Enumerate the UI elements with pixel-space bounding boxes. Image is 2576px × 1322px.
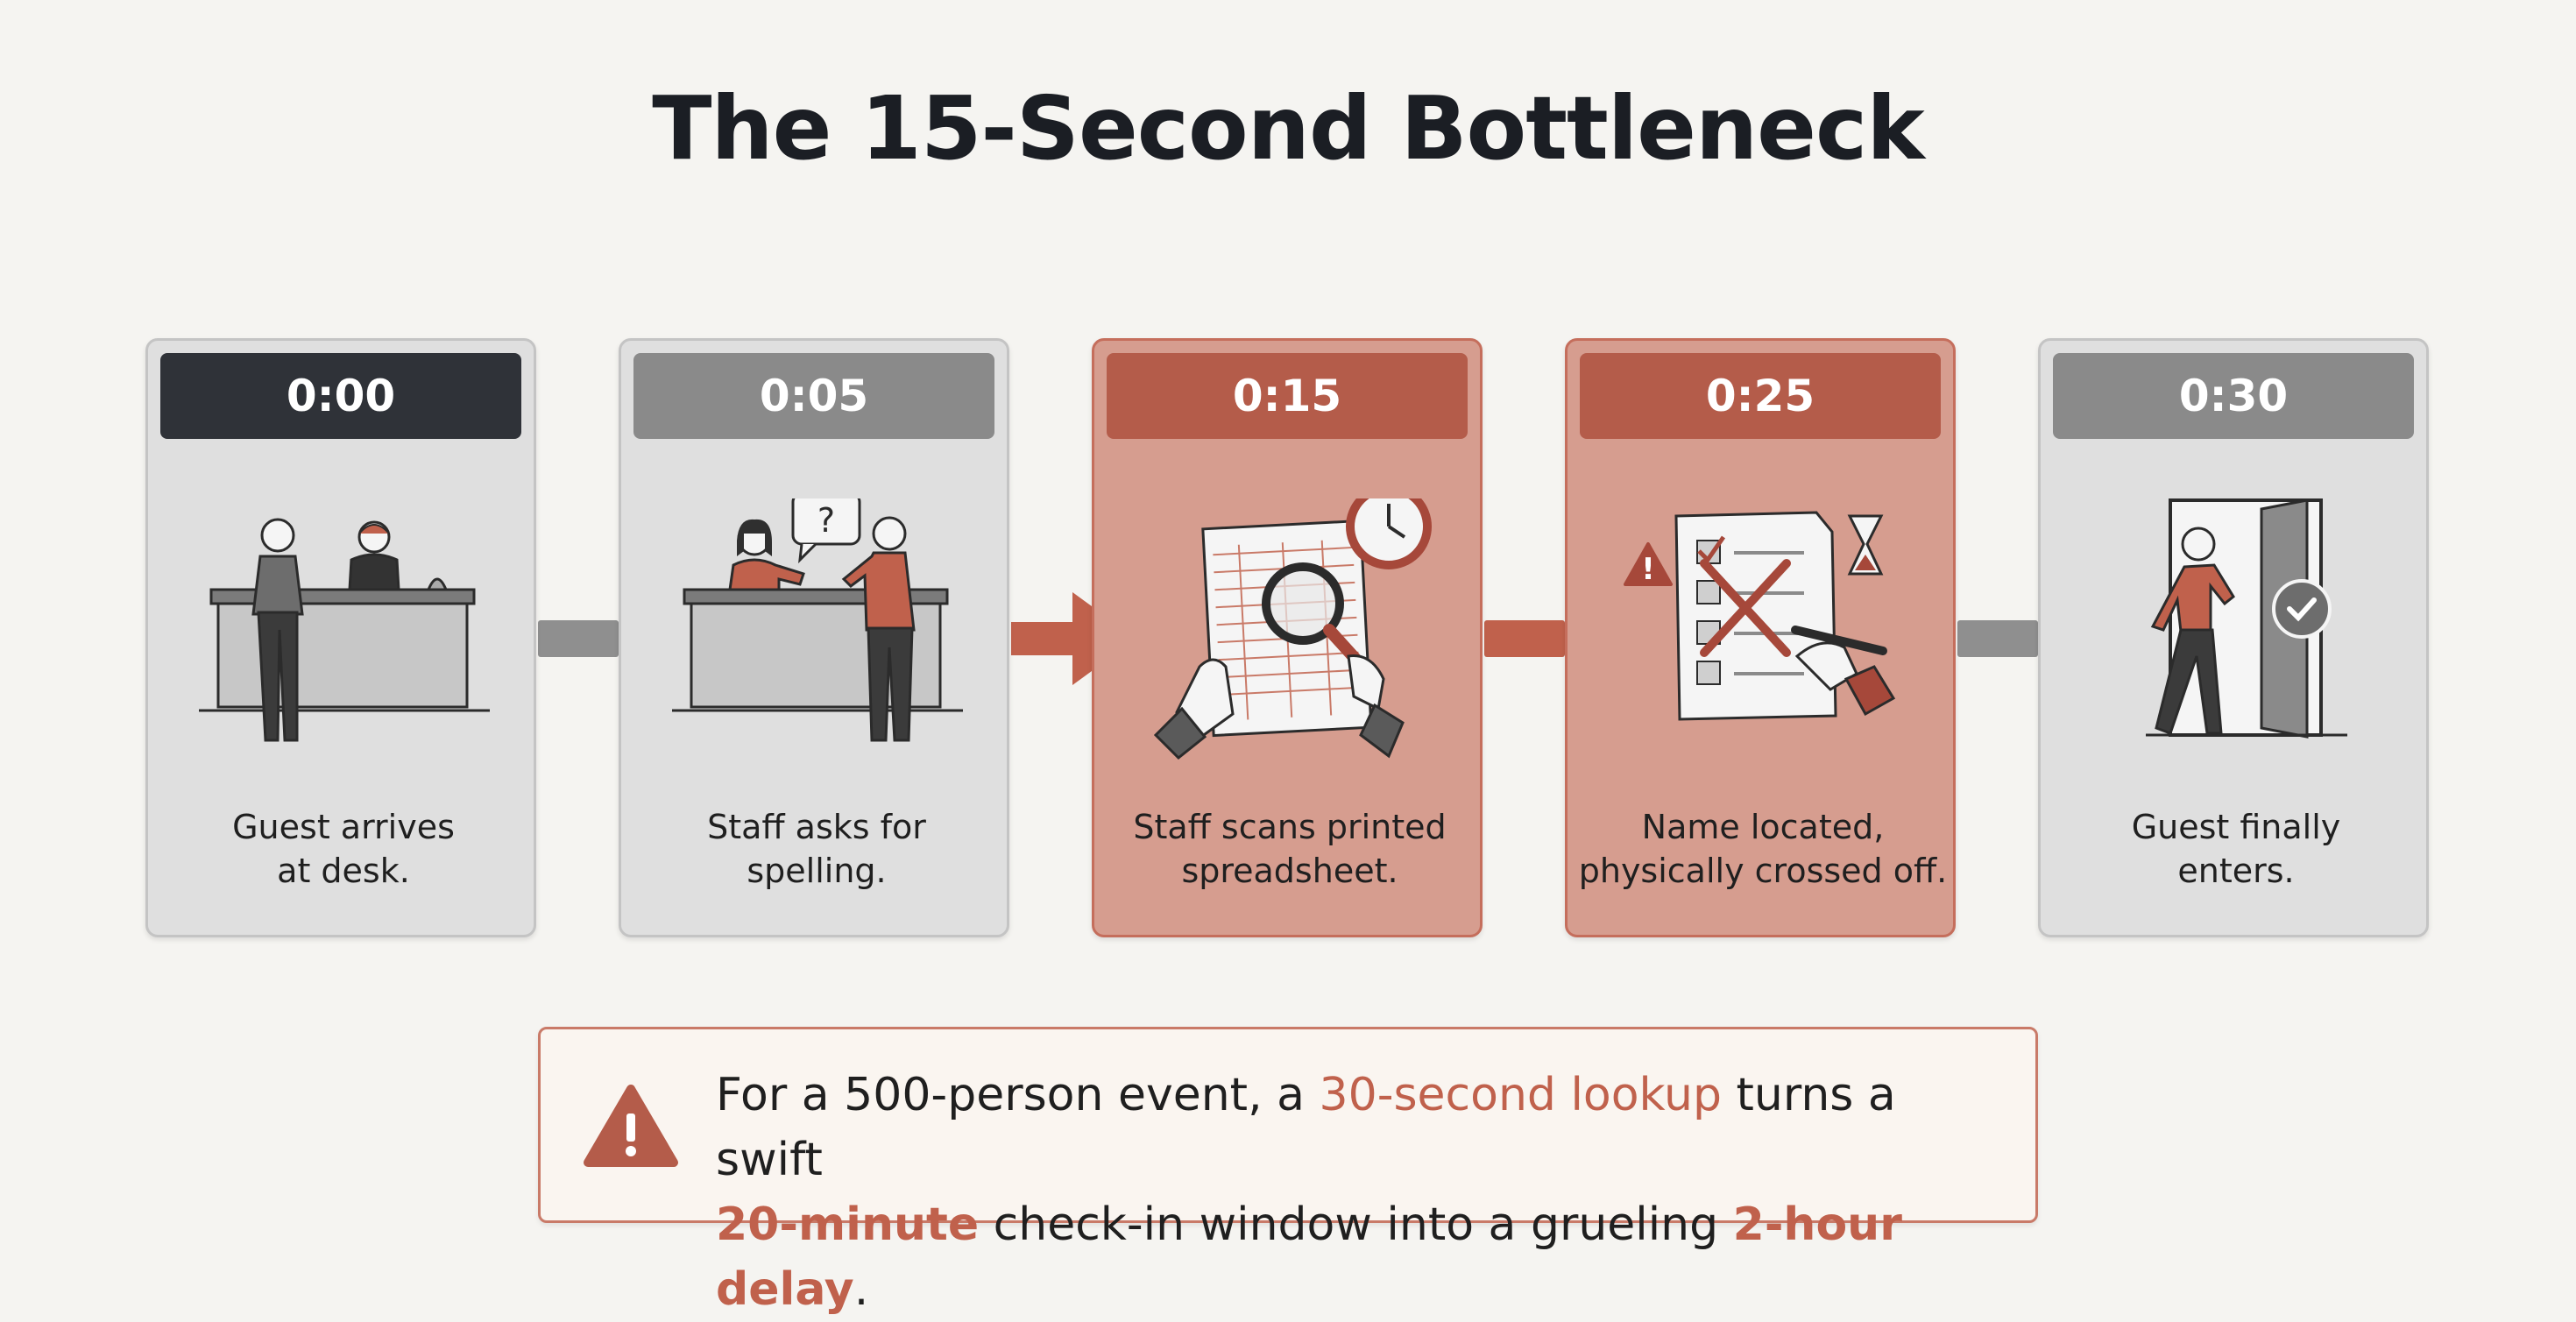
time-badge: 0:30 <box>2053 353 2414 439</box>
step-caption: Guest arrives at desk. <box>157 805 530 893</box>
connector-1-2 <box>538 620 619 657</box>
step-card-1: 0:00 Guest arrives at desk. <box>145 338 536 937</box>
svg-text:?: ? <box>817 501 835 540</box>
checklist-cross-off-icon: ! <box>1568 498 1958 770</box>
highlight-window: 20-minute <box>716 1198 979 1251</box>
step-card-3: 0:15 Staff scans printe <box>1092 338 1483 937</box>
connector-4-5 <box>1957 620 2038 657</box>
door-enter-icon <box>2041 498 2431 770</box>
time-badge: 0:00 <box>160 353 521 439</box>
magnifier-spreadsheet-icon <box>1094 498 1485 770</box>
time-badge: 0:15 <box>1107 353 1468 439</box>
step-caption: Guest finally enters. <box>2049 805 2423 893</box>
question-speech-icon: ? <box>621 498 1012 770</box>
svg-text:!: ! <box>1641 552 1655 587</box>
reception-desk-icon <box>148 498 539 770</box>
time-badge: 0:05 <box>633 353 994 439</box>
step-caption: Staff scans printed spreadsheet. <box>1103 805 1476 893</box>
page-title: The 15-Second Bottleneck <box>0 77 2576 180</box>
time-badge: 0:25 <box>1580 353 1941 439</box>
step-card-4: 0:25 ! Name located, physica <box>1565 338 1956 937</box>
step-card-2: 0:05 ? Staff asks for spelling. <box>619 338 1009 937</box>
step-caption: Staff asks for spelling. <box>630 805 1003 893</box>
warning-triangle-icon <box>583 1084 679 1170</box>
step-card-5: 0:30 Guest finally enters. <box>2038 338 2429 937</box>
connector-3-4 <box>1484 620 1565 657</box>
step-caption: Name located, physically crossed off. <box>1576 805 1950 893</box>
impact-callout: For a 500-person event, a 30-second look… <box>538 1027 2038 1223</box>
callout-text: For a 500-person event, a 30-second look… <box>716 1063 2000 1322</box>
highlight-lookup: 30-second lookup <box>1320 1069 1722 1121</box>
